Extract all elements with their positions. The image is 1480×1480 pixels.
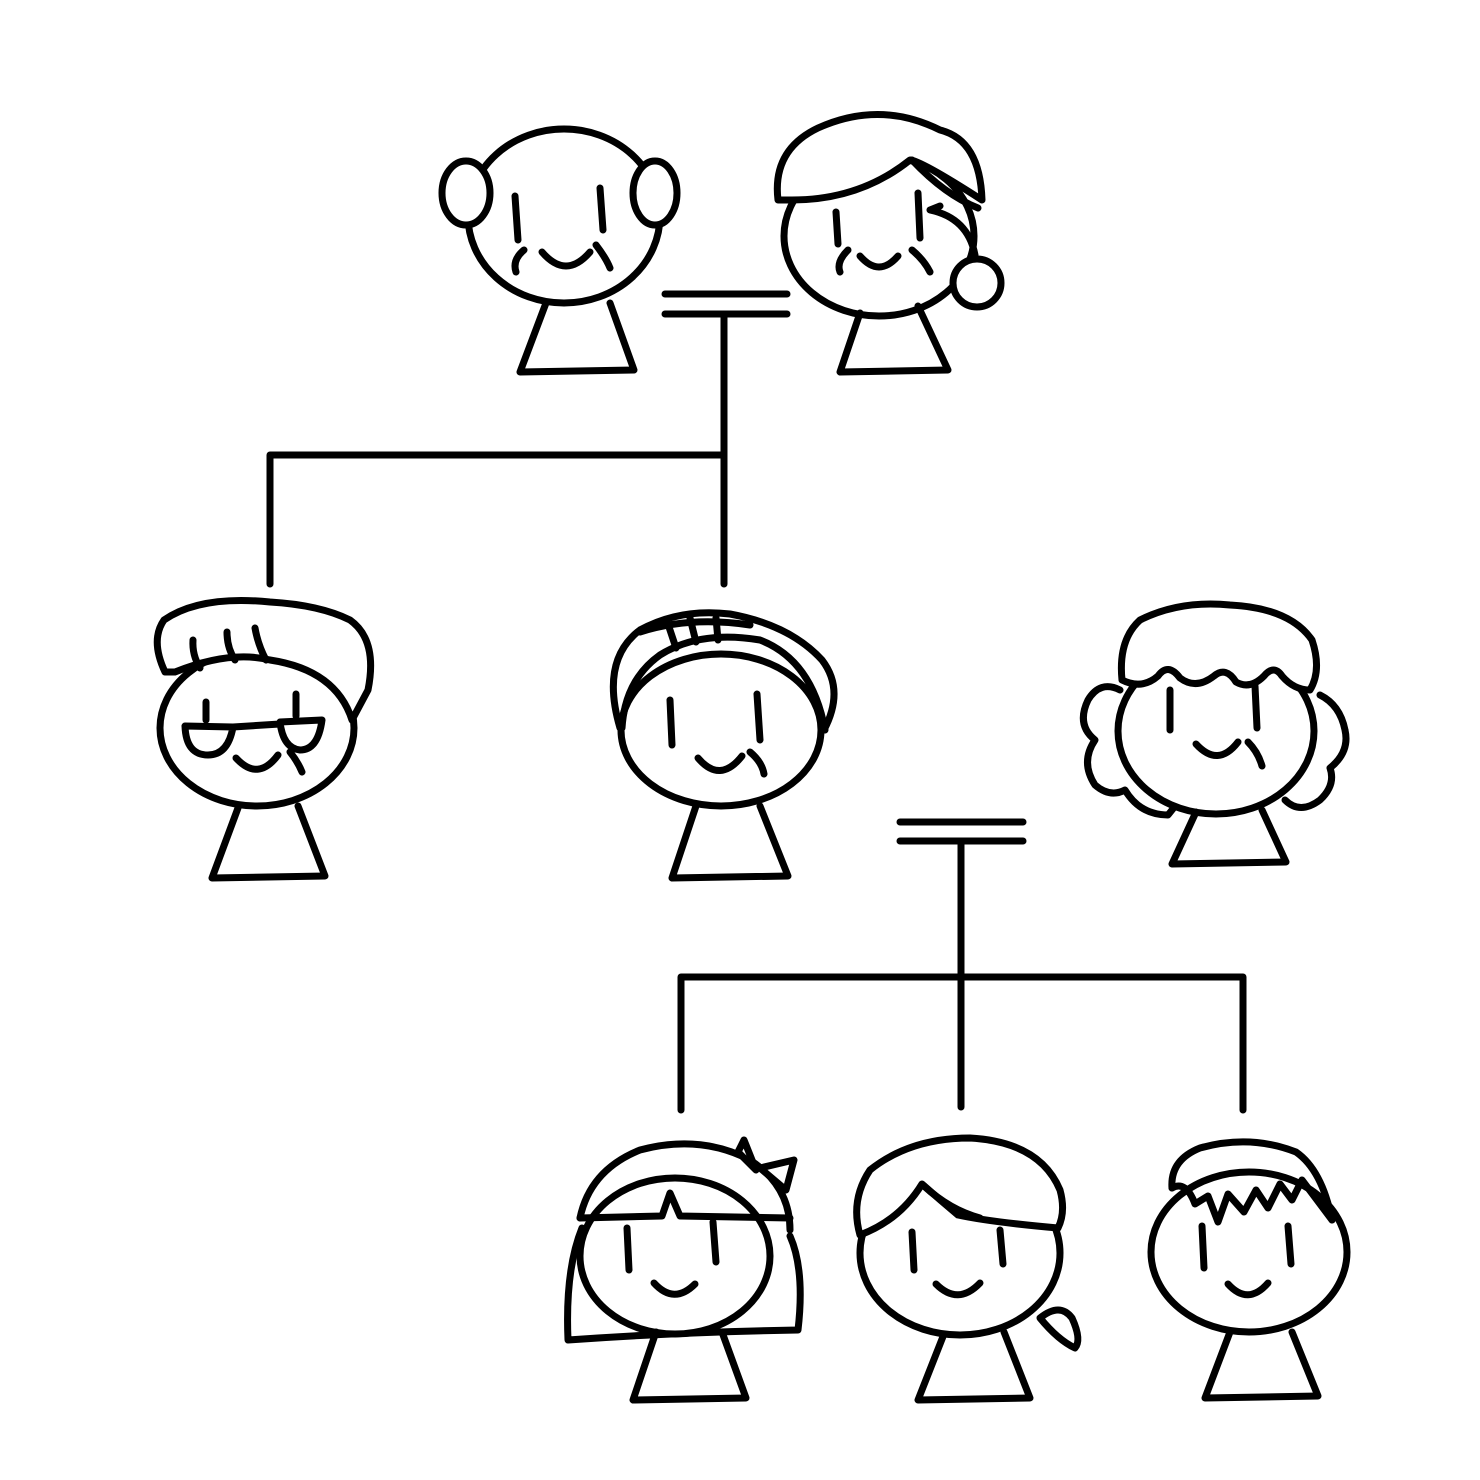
marriage-symbol-parents bbox=[896, 818, 1027, 845]
marriage-symbol-grandparents bbox=[661, 290, 791, 318]
grandmother-figure bbox=[773, 111, 1005, 376]
mother-figure bbox=[1079, 600, 1350, 868]
uncle-figure bbox=[153, 597, 375, 882]
son-figure bbox=[1147, 1138, 1351, 1402]
daughter-figure bbox=[564, 1136, 804, 1404]
grandfather-figure bbox=[438, 125, 681, 376]
descent-lines-grandparents bbox=[266, 312, 728, 588]
descent-lines-parents bbox=[677, 839, 1247, 1114]
father-figure bbox=[609, 609, 838, 882]
daughter-ponytail-figure bbox=[853, 1134, 1082, 1404]
